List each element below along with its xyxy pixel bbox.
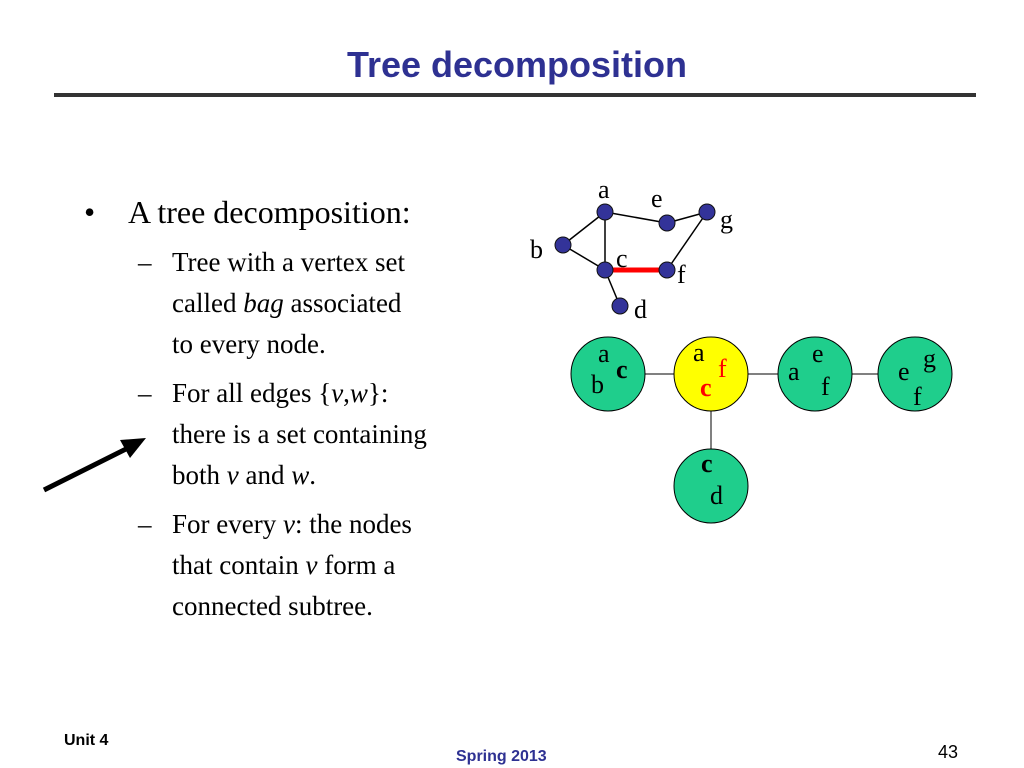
bag-node-efg: e g f [877, 336, 953, 412]
bag-node-cd: c d [673, 448, 749, 524]
vertex-a [596, 203, 614, 221]
svg-text:g: g [923, 344, 936, 373]
vertex-f [658, 261, 676, 279]
arrow [42, 438, 146, 493]
label-c: c [616, 244, 628, 273]
sub3-line3: connected subtree. [172, 591, 373, 621]
graph-labels: a b c d e f g [530, 175, 733, 324]
title-divider [54, 93, 976, 97]
bullet-dot: • [84, 194, 96, 230]
sub-bullet-tree: – Tree with a vertex set called bag asso… [80, 242, 520, 365]
label-f: f [677, 260, 686, 289]
sub1-line2: called bag associated [172, 288, 402, 318]
tree-edges [645, 373, 879, 450]
svg-text:c: c [701, 449, 713, 478]
svg-text:e: e [812, 339, 824, 368]
sub1-line1: Tree with a vertex set [172, 247, 405, 277]
svg-text:f: f [821, 372, 830, 401]
page-number: 43 [938, 742, 959, 762]
edge-a-e [604, 211, 668, 224]
main-bullet-text: A tree decomposition: [128, 194, 411, 230]
label-g: g [720, 205, 733, 234]
vertex-d [611, 297, 629, 315]
svg-text:c: c [700, 373, 712, 402]
vertex-g [698, 203, 716, 221]
footer-term: Spring 2013 [456, 748, 547, 765]
footer-unit: Unit 4 [64, 732, 109, 749]
label-a: a [598, 175, 610, 204]
sub2-line3: both v and w. [172, 460, 316, 490]
sub-bullet-dash: – [138, 247, 152, 277]
edge-a-b [562, 211, 606, 246]
bag-node-abc: a c b [570, 336, 646, 412]
svg-text:f: f [913, 382, 922, 411]
sub-bullet-subtree: – For every v: the nodes that contain v … [80, 504, 520, 627]
graph-vertices [554, 203, 716, 315]
sub1-line3: to every node. [172, 329, 326, 359]
sub-bullet-edges: – For all edges {v,w}: there is a set co… [80, 373, 520, 496]
vertex-b [554, 236, 572, 254]
label-d: d [634, 295, 647, 324]
bag-node-acf: a f c [673, 336, 749, 412]
sub3-line1: For every v: the nodes [172, 509, 412, 539]
sub2-line2: there is a set containing [172, 419, 427, 449]
sub-bullet-dash: – [138, 509, 152, 539]
svg-text:e: e [898, 357, 910, 386]
svg-text:d: d [710, 481, 723, 510]
svg-text:a: a [788, 357, 800, 386]
svg-text:a: a [693, 338, 705, 367]
label-e: e [651, 184, 663, 213]
main-bullet: • A tree decomposition: [80, 192, 520, 232]
sub3-line2: that contain v form a [172, 550, 396, 580]
graph-edges [562, 211, 708, 307]
bag-node-aef: e a f [777, 336, 853, 412]
svg-text:a: a [598, 339, 610, 368]
sub2-line1: For all edges {v,w}: [172, 378, 389, 408]
sub-bullet-dash: – [138, 378, 152, 408]
page-title: Tree decomposition [346, 44, 688, 85]
svg-text:b: b [591, 370, 604, 399]
vertex-c [596, 261, 614, 279]
label-b: b [530, 235, 543, 264]
svg-text:f: f [718, 354, 727, 383]
svg-text:c: c [616, 355, 628, 384]
slide-body: • A tree decomposition: – Tree with a ve… [80, 192, 520, 627]
vertex-e [658, 214, 676, 232]
edge-g-f [666, 211, 708, 271]
